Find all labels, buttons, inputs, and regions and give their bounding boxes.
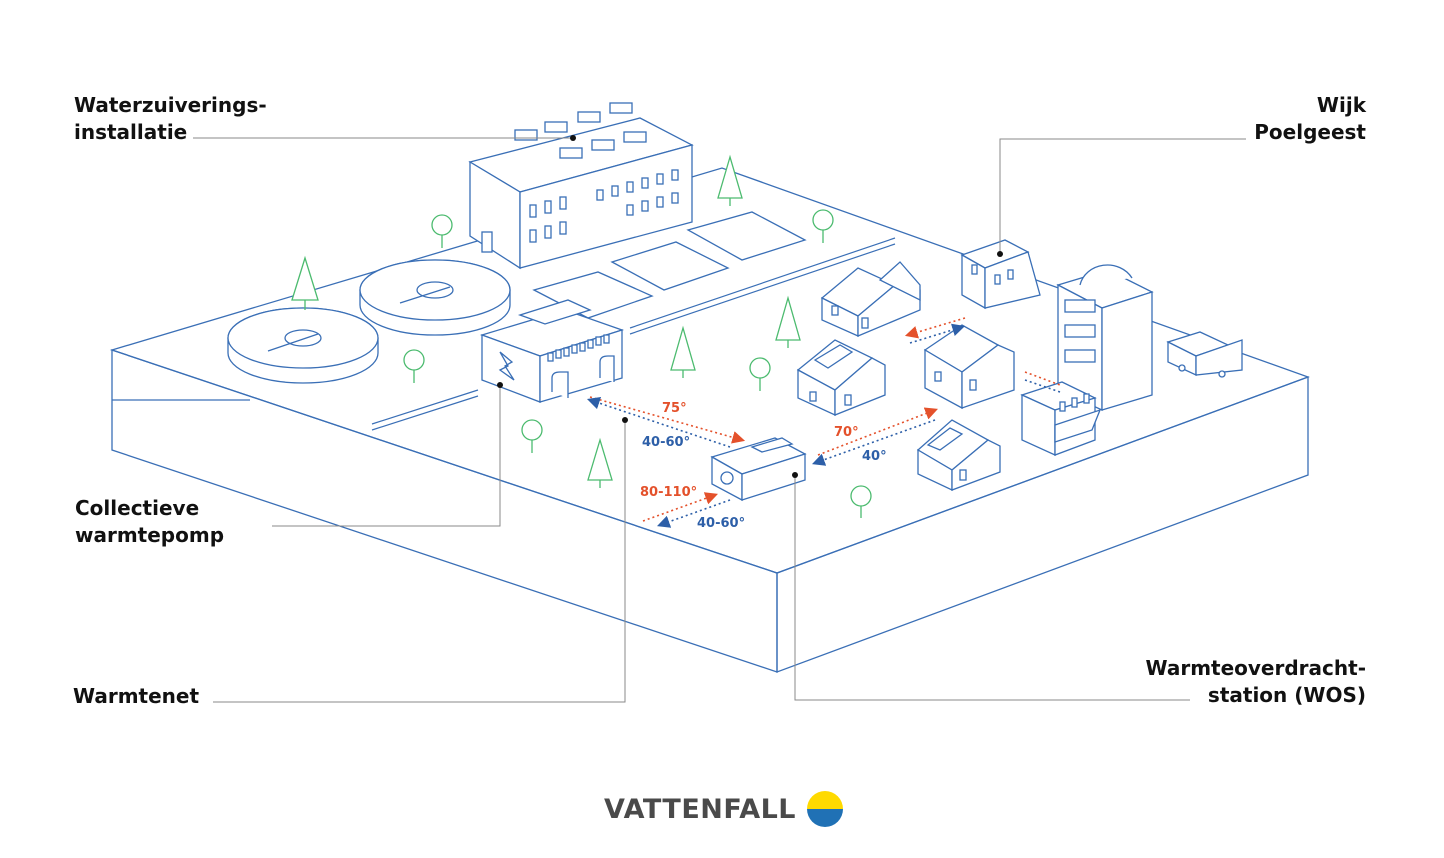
temp-district-return: 40° xyxy=(862,449,887,464)
label-line: Warmteoverdracht- xyxy=(1145,656,1366,680)
label-district: Wijk Poelgeest xyxy=(1254,92,1366,146)
vattenfall-logo-icon xyxy=(807,791,844,827)
pipe-left xyxy=(551,371,569,398)
temperature-labels: 75° 40-60° 70° 40° 80-110° 40-60° xyxy=(640,401,887,531)
truck xyxy=(1166,331,1243,378)
label-line: Warmtenet xyxy=(73,684,200,708)
slab-front-right xyxy=(776,376,1309,673)
label-wos: Warmteoverdracht- station (WOS) xyxy=(1145,655,1366,709)
brand: VATTENFALL xyxy=(604,790,844,828)
label-line: Poelgeest xyxy=(1254,120,1366,144)
ground-slab xyxy=(109,167,1310,673)
leader-lines xyxy=(193,137,1246,703)
label-line: station (WOS) xyxy=(1207,683,1366,707)
leader-dots xyxy=(497,135,1003,478)
temp-district-supply: 70° xyxy=(834,425,859,440)
heat-pump-windows xyxy=(547,334,610,362)
treatment-plant-building xyxy=(468,102,694,270)
house-bottom xyxy=(916,419,1001,492)
brand-name: VATTENFALL xyxy=(604,793,797,825)
label-line: Collectieve xyxy=(75,496,200,520)
supply-arrow-district xyxy=(817,407,938,456)
tree xyxy=(431,214,453,248)
lightning-icon xyxy=(498,351,515,381)
wos-building xyxy=(710,437,807,502)
tree xyxy=(587,437,613,488)
house-top xyxy=(820,261,921,338)
label-line: warmtepomp xyxy=(75,523,225,547)
label-line: Waterzuiverings- xyxy=(74,93,267,117)
label-heat-pump: Collectieve warmtepomp xyxy=(75,495,224,549)
label-line: installatie xyxy=(74,120,188,144)
temp-wos-supply: 80-110° xyxy=(640,485,697,500)
house-middle-right xyxy=(923,324,1015,410)
temp-hp-supply: 75° xyxy=(662,401,687,416)
tree xyxy=(812,209,834,243)
tree xyxy=(850,485,872,518)
tree xyxy=(403,349,425,383)
tree xyxy=(717,154,743,206)
label-line: Wijk xyxy=(1316,93,1366,117)
supply-arrow-hp xyxy=(589,396,746,444)
apartment-block xyxy=(1056,264,1154,412)
tree xyxy=(291,255,319,310)
return-arrow-wos xyxy=(656,499,731,528)
temp-hp-return: 40-60° xyxy=(642,435,690,450)
plant-windows xyxy=(529,169,679,243)
pipe-right xyxy=(599,355,615,382)
fences xyxy=(371,237,896,431)
town-hall xyxy=(960,239,1041,310)
house-middle-left xyxy=(796,339,886,417)
houses xyxy=(796,239,1243,492)
tree xyxy=(521,419,543,453)
square-basins xyxy=(532,211,807,319)
tree xyxy=(670,325,696,378)
recycle-icon xyxy=(720,471,734,485)
heat-flow-arrows xyxy=(586,317,1061,528)
return-arrow-district xyxy=(811,419,936,466)
heat-pump-building xyxy=(479,299,625,403)
trees xyxy=(291,154,872,518)
temp-wos-return: 40-60° xyxy=(697,516,745,531)
clarifier-tanks xyxy=(227,259,511,384)
tree xyxy=(775,295,801,348)
return-arrow-local xyxy=(909,323,966,344)
tree xyxy=(749,357,771,391)
shop xyxy=(1020,381,1102,457)
label-wastewater-treatment: Waterzuiverings- installatie xyxy=(74,92,267,146)
label-heat-network: Warmtenet xyxy=(73,683,199,710)
